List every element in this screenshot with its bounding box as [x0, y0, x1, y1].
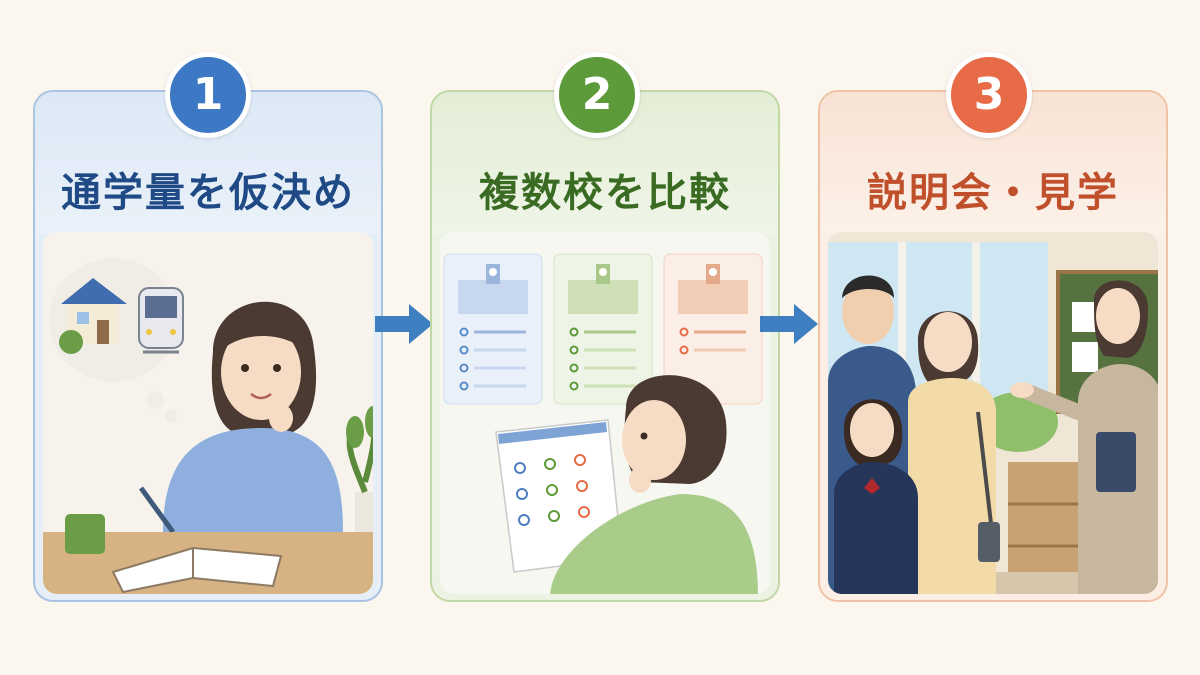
cup-icon	[65, 514, 105, 554]
step-2-card: 複数校を比較	[430, 90, 780, 602]
step-3-illustration	[828, 232, 1158, 594]
school-card-orange	[663, 253, 763, 405]
plant-icon	[346, 406, 373, 532]
step-1-card: 通学量を仮決め	[33, 90, 383, 602]
step-2-illustration	[440, 232, 770, 594]
school-card-green	[553, 253, 653, 405]
step-2-number-badge: 2	[554, 52, 640, 138]
mother-figure	[908, 311, 1000, 594]
arrow-right-icon	[375, 304, 433, 344]
daughter-figure	[834, 399, 918, 594]
step-1-number-badge: 1	[165, 52, 251, 138]
step-3-number-badge: 3	[946, 52, 1032, 138]
school-card-blue	[443, 253, 543, 405]
house-icon	[59, 278, 127, 354]
step-1-illustration	[43, 232, 373, 594]
woman-reviewing	[550, 375, 758, 594]
step-2-title: 複数校を比較	[479, 170, 731, 216]
woman-thinking	[138, 301, 343, 562]
teacher-figure	[1010, 280, 1158, 594]
step-3-title: 説明会・見学	[867, 170, 1119, 216]
notebook-icon	[111, 546, 283, 594]
arrow-right-icon	[760, 304, 818, 344]
step-3-card: 説明会・見学	[818, 90, 1168, 602]
train-icon	[138, 287, 184, 354]
step-1-title: 通学量を仮決め	[61, 170, 355, 216]
